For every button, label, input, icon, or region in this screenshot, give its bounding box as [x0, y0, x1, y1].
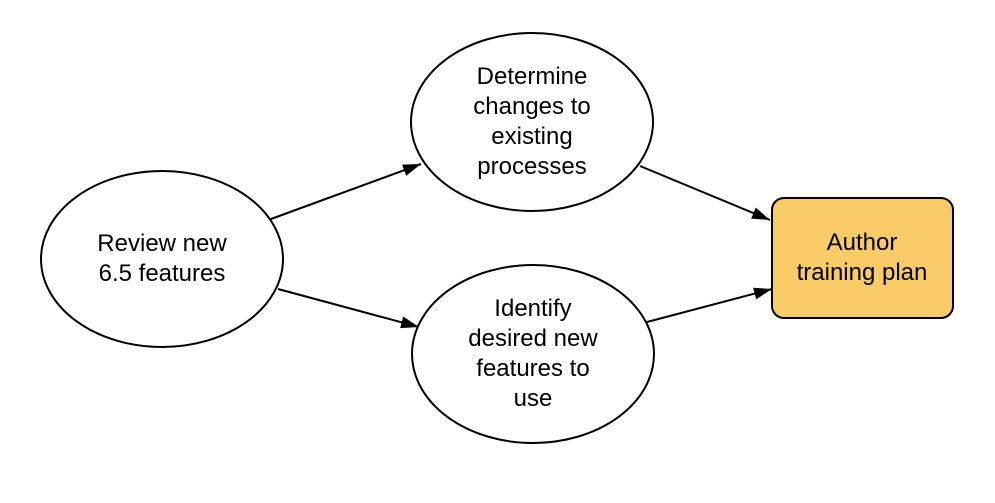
node-author-training-plan: [771, 197, 954, 319]
edge-determine-to-author: [639, 165, 771, 221]
edge-review-to-determine: [270, 163, 422, 220]
edge-identify-to-author: [646, 287, 773, 323]
node-determine-changes: [410, 32, 654, 212]
node-identify-new-features: [411, 264, 655, 444]
node-review-new-features: [40, 170, 284, 348]
edge-review-to-identify: [277, 288, 420, 329]
edge-layer: [270, 163, 773, 329]
